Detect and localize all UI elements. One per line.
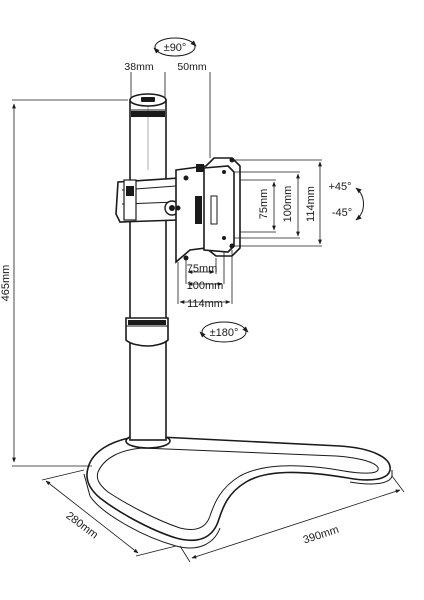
vesa-114-v-label: 114mm	[305, 186, 317, 222]
pole	[125, 93, 169, 441]
vesa-100-v-label: 100mm	[282, 186, 294, 223]
base-depth-label: 280mm	[64, 510, 101, 542]
vesa-75-h-label: 75mm	[187, 263, 218, 275]
tilt-side-indicator: +45° -45°	[328, 181, 364, 221]
vesa-114-h-label: 114mm	[187, 298, 223, 310]
tilt-top-label: ±90°	[164, 42, 187, 54]
width-38-label: 38mm	[124, 61, 153, 73]
base-width-label: 390mm	[302, 524, 341, 547]
base	[83, 435, 393, 549]
tilt-down-label: -45°	[332, 207, 352, 219]
vesa-vertical-dimensions: 75mm 100mm 114mm	[234, 159, 322, 247]
vesa-plate	[175, 157, 241, 264]
top-width-dimensions: 38mm 50mm	[124, 61, 211, 158]
tilt-up-label: +45°	[328, 181, 351, 193]
tilt-top-indicator: ±90°	[153, 37, 197, 57]
height-dimension: 465mm	[0, 99, 128, 467]
vesa-100-h-label: 100mm	[187, 280, 224, 292]
vesa-horizontal-dimensions: 75mm 100mm 114mm	[177, 250, 233, 310]
vesa-75-v-label: 75mm	[258, 189, 270, 220]
clamp	[115, 177, 185, 223]
swivel-label: ±180°	[210, 327, 239, 339]
height-total-label: 465mm	[0, 265, 12, 302]
swivel-indicator: ±180°	[199, 321, 249, 343]
width-50-label: 50mm	[177, 61, 206, 73]
